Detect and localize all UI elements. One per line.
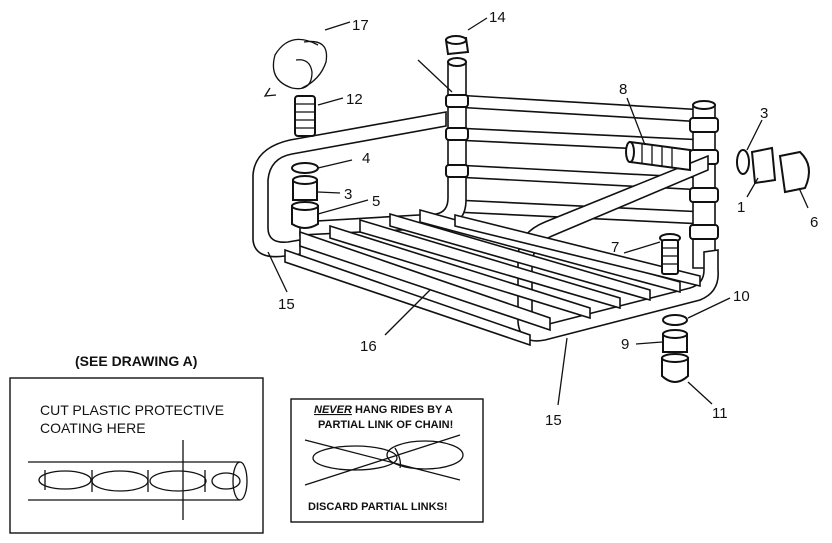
right-back-post [689,100,719,269]
warning-box: NEVER HANG RIDES BY A PARTIAL LINK OF CH… [290,398,484,523]
callout-15-left: 15 [278,296,295,313]
callout-10: 10 [733,288,750,305]
warning-line-2: PARTIAL LINK OF CHAIN! [318,419,453,431]
leader-lines [267,17,809,406]
see-drawing-a-caption: (SEE DRAWING A) [75,353,197,369]
callout-7: 7 [611,239,619,256]
top-cap [444,35,470,56]
chain-illustration [28,461,248,501]
bolt-7 [659,233,681,275]
callout-6: 6 [810,214,818,231]
callout-12: 12 [346,91,363,108]
callout-3-left: 3 [344,186,352,203]
left-hardware-stack [291,162,319,229]
seat-slats [299,208,701,332]
cut-coating-line-1: CUT PLASTIC PROTECTIVE [40,402,224,418]
callout-11: 11 [712,405,728,422]
callout-5: 5 [372,193,380,210]
callout-4: 4 [362,150,370,167]
prohibited-x-mark [304,434,461,486]
drawing-a-box: CUT PLASTIC PROTECTIVE COATING HERE [9,377,264,534]
bottom-hardware-stack [661,314,689,383]
callout-1: 1 [737,199,745,216]
discard-partial-links: DISCARD PARTIAL LINKS! [308,501,448,513]
s-hook [263,38,328,97]
cut-coating-line-2: COATING HERE [40,420,146,436]
callout-8: 8 [619,81,627,98]
callout-15-right: 15 [545,412,562,429]
callout-numbers: 17 12 14 8 3 4 3 5 1 6 7 10 9 11 15 15 1… [278,9,818,429]
pivot-rod [625,140,691,172]
svg-text:NEVER HANG RIDES BY A: NEVER HANG RIDES BY A [314,404,453,416]
bottom-support-rail [284,248,531,347]
swing-seat-frame [252,57,719,347]
right-hardware-stack [736,146,810,194]
partial-link-illustration [312,440,464,471]
callout-3-right: 3 [760,105,768,122]
warning-line-1: HANG RIDES BY A [352,404,453,416]
eye-bolt [294,95,316,137]
callout-17: 17 [352,17,369,34]
callout-14: 14 [489,9,506,26]
callout-16: 16 [360,338,377,355]
warning-never: NEVER [314,404,352,416]
callout-9: 9 [621,336,629,353]
